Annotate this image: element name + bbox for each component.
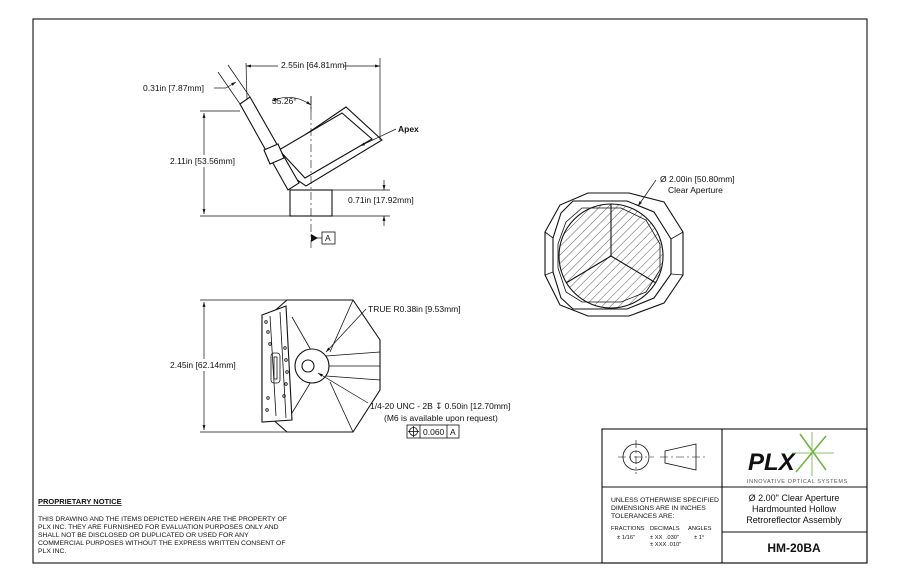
rear-mount-view: TRUE R0.38in [9.53mm] 1/4-20 UNC - 2B ↧ … [168, 299, 510, 439]
front-aperture-view: Ø 2.00in [50.80mm] Clear Aperture [544, 174, 735, 317]
true-radius-label: TRUE R0.38in [9.53mm] [368, 304, 461, 314]
third-angle-projection-symbol [618, 440, 705, 474]
tolerance-note: DIMENSIONS ARE IN INCHES [611, 505, 706, 512]
notice-line: PLX INC. [38, 548, 66, 555]
dim-height-label: 2.11in [53.56mm] [170, 156, 235, 166]
sheet-border [32, 18, 868, 564]
tolerance-fraction: ± 1/16" [617, 535, 635, 541]
side-elevation-view: 0.31in [7.87mm] 2.55in [64.81mm] 35.26° … [143, 58, 419, 250]
notice-line: SHALL NOT BE DISCLOSED OR DUPLICATED OR … [38, 532, 249, 539]
apex-label: Apex [398, 124, 419, 134]
m6-note-label: (M6 is available upon request) [384, 413, 498, 423]
notice-title: PROPRIETARY NOTICE [38, 497, 122, 506]
tolerance-decimal: ± XXX .010" [650, 542, 681, 548]
tolerance-decimal: ± XX .030" [650, 535, 679, 541]
dim-bottom-height-label: 2.45in [62.14mm] [170, 360, 236, 370]
plx-logo: PLX INNOVATIVE OPTICAL SYSTEMS [747, 432, 848, 485]
clear-aperture-label: Clear Aperture [668, 185, 723, 195]
proprietary-notice: PROPRIETARY NOTICE THIS DRAWING AND THE … [38, 497, 287, 555]
dim-aperture-label: Ø 2.00in [50.80mm] [660, 174, 735, 184]
tolerance-angle: ± 1° [694, 535, 704, 541]
title-block: PLX INNOVATIVE OPTICAL SYSTEMS UNLESS OT… [601, 428, 868, 564]
notice-line: PLX INC. THEY ARE FURNISHED FOR EVALUATI… [38, 524, 279, 531]
position-datum-label: A [450, 427, 456, 437]
logo-text: PLX [748, 449, 797, 476]
tolerance-header: FRACTIONS [611, 526, 645, 532]
dim-thickness-label: 0.31in [7.87mm] [143, 83, 204, 93]
tolerance-note: UNLESS OTHERWISE SPECIFIED [611, 497, 719, 504]
angle-label: 35.26° [272, 96, 297, 106]
notice-line: COMMERCIAL PURPOSES WITHOUT THE EXPRESS … [38, 540, 285, 547]
logo-tagline: INNOVATIVE OPTICAL SYSTEMS [747, 479, 848, 485]
description-line: Hardmounted Hollow [752, 504, 837, 514]
part-number: HM-20BA [767, 541, 821, 555]
dim-width-label: 2.55in [64.81mm] [281, 60, 347, 70]
dim-base-label: 0.71in [17.92mm] [348, 195, 414, 205]
datum-a-label: A [325, 233, 331, 243]
thread-label: 1/4-20 UNC - 2B ↧ 0.50in [12.70mm] [370, 401, 510, 411]
description-line: Retroreflector Assembly [746, 515, 842, 525]
notice-line: THIS DRAWING AND THE ITEMS DEPICTED HERE… [38, 516, 287, 523]
position-tolerance-value: 0.060 [423, 427, 445, 437]
tolerance-note: TOLERANCES ARE: [611, 513, 674, 520]
tolerance-header: ANGLES [688, 526, 712, 532]
description-line: Ø 2.00" Clear Aperture [749, 493, 840, 503]
tolerance-header: DECIMALS [650, 526, 680, 532]
